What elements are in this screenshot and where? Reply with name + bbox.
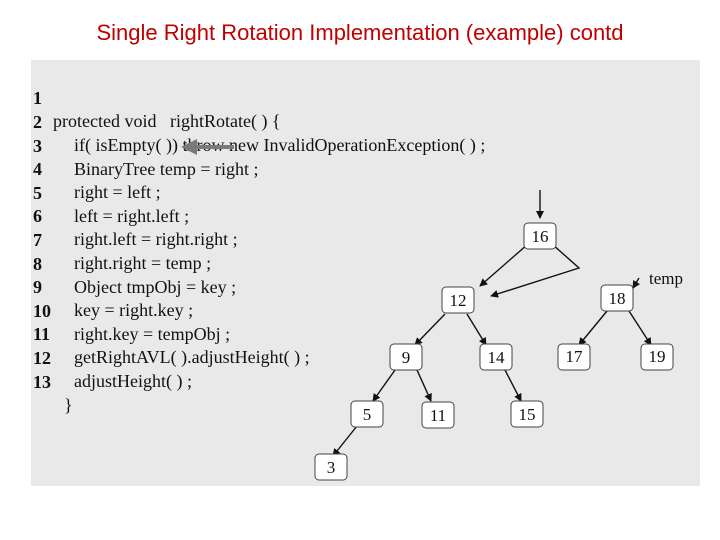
edge-12-9 [414,313,446,346]
tree-node: 14 [479,343,513,371]
svg-text:3: 3 [327,458,336,477]
code-line: 8 Object tmpObj = key ; [31,230,236,297]
svg-text:11: 11 [430,406,446,425]
code-text: getRightAVL( ).adjustHeight( ) ; [74,347,310,367]
tree-edges [332,190,652,457]
line-number: 11 [33,324,51,344]
line-number: 2 [33,112,42,132]
svg-text:14: 14 [488,348,506,367]
pointer-arrow-icon [181,139,234,155]
temp-label: temp [649,269,683,288]
code-text: adjustHeight( ) ; [74,371,192,391]
code-text: right = left ; [74,182,161,202]
tree-node: 3 [314,453,348,481]
code-text: left = right.left ; [74,206,190,226]
code-text: right.key = tempObj ; [74,324,231,344]
edge-14-15 [504,369,522,402]
code-line: 4 right = left ; [31,135,161,202]
svg-text:12: 12 [450,291,467,310]
svg-text:9: 9 [402,348,411,367]
line-number: 7 [33,230,42,250]
tree-node: 15 [510,400,544,428]
line-number: 4 [33,159,42,179]
edge-18-19 [628,310,652,346]
code-text: key = right.key ; [74,300,194,320]
code-line: 10 right.key = tempObj ; [31,277,230,344]
code-line: 3 BinaryTree temp = right ; [31,112,258,179]
code-line: 11 getRightAVL( ).adjustHeight( ) ; [31,300,310,367]
tree-node: 19 [640,343,674,371]
svg-text:5: 5 [363,405,372,424]
code-text: BinaryTree temp = right ; [74,159,259,179]
line-number: 8 [33,254,42,274]
code-text: } [64,395,73,415]
tree-node: 18 [600,284,634,312]
line-number: 6 [33,206,42,226]
edge-temp-18 [632,277,641,289]
tree-node: 16 [523,222,557,250]
tree-node: 11 [421,401,455,429]
code-text: right.right = temp ; [74,253,212,273]
svg-text:19: 19 [649,347,666,366]
code-line: 1 protected void rightRotate( ) { [31,64,281,131]
code-line: 5 left = right.left ; [31,159,189,226]
slide-title: Single Right Rotation Implementation (ex… [96,20,624,45]
diagram-panel: 1 protected void rightRotate( ) { 2 if( … [31,60,700,486]
line-number: 9 [33,277,42,297]
edge-5-3 [332,425,358,457]
code-line: 7 right.right = temp ; [31,206,211,273]
svg-text:16: 16 [532,227,549,246]
edge-9-11 [416,369,432,402]
line-number: 10 [33,301,51,321]
line-number: 5 [33,183,42,203]
code-line: 6 right.left = right.right ; [31,182,238,249]
code-text: Object tmpObj = key ; [74,277,237,297]
line-number: 13 [33,372,51,392]
code-line: 13 } [31,348,73,415]
tree-node: 12 [441,286,475,314]
line-number: 1 [33,88,42,108]
code-text: protected void rightRotate( ) { [53,111,281,131]
code-line: 12 adjustHeight( ) ; [31,324,192,391]
code-line: 9 key = right.key ; [31,253,193,320]
tree-node: 5 [350,400,384,428]
tree-node: 9 [389,343,423,371]
svg-text:15: 15 [519,405,536,424]
edge-12-14 [466,313,487,346]
line-number: 3 [33,136,42,156]
edge-16-12 [479,243,529,287]
svg-text:17: 17 [566,347,584,366]
edge-16-12-curve [490,243,581,298]
avl-tree-diagram: 16 12 18 9 14 17 19 5 [181,139,683,481]
code-text: right.left = right.right ; [74,229,238,249]
line-number: 12 [33,348,51,368]
edge-18-17 [578,310,608,346]
svg-text:18: 18 [609,289,626,308]
tree-node: 17 [557,343,591,371]
edge-9-5 [372,369,396,402]
